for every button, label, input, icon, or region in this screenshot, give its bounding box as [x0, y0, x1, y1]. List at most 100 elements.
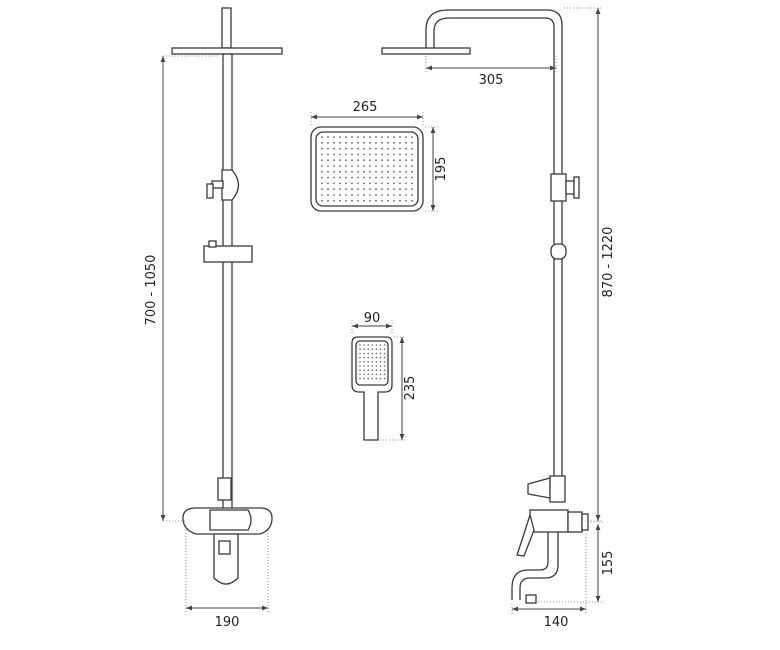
front-slider-clip — [208, 240, 217, 248]
hand-shower-nozzle — [375, 369, 378, 372]
rain-head-nozzle — [387, 194, 389, 196]
rain-head-nozzle — [411, 194, 413, 196]
rain-head-nozzle — [363, 182, 365, 185]
side-mixer-end — [581, 513, 589, 531]
rain-head-nozzle — [321, 188, 323, 191]
rain-head-nozzle — [339, 188, 341, 191]
head-depth-label: 195 — [434, 157, 449, 182]
rain-head-nozzle — [339, 170, 341, 173]
side-mixer-cap — [567, 511, 583, 533]
rain-head-nozzle — [375, 199, 377, 202]
rain-head-nozzle — [387, 147, 389, 150]
rain-head-nozzle — [381, 136, 383, 138]
rain-head-nozzle — [357, 194, 359, 196]
rain-head-nozzle — [345, 153, 347, 156]
side-view: 305 870 - 1220 155 140 — [381, 7, 616, 630]
rain-head-nozzle — [333, 147, 335, 150]
rain-head-nozzle — [369, 176, 371, 179]
rain-head-nozzle — [369, 170, 371, 173]
rain-head-nozzle — [405, 182, 407, 185]
rain-head-nozzle — [327, 199, 329, 202]
hand-shower-nozzle — [367, 352, 370, 355]
hand-shower-nozzle — [363, 361, 365, 363]
front-top-pipe — [221, 7, 232, 49]
rain-head-nozzle — [363, 199, 365, 202]
rain-head-nozzle — [357, 141, 359, 144]
rain-head-nozzle — [393, 136, 395, 138]
rain-head-nozzle — [411, 136, 413, 138]
hand-shower-nozzle — [367, 348, 370, 351]
rain-head-nozzle — [393, 188, 395, 191]
front-riser-pipe — [222, 53, 233, 525]
rain-head-nozzle — [345, 188, 347, 191]
rain-head-nozzle — [393, 182, 395, 185]
rain-head-nozzle — [333, 136, 335, 138]
rain-head-nozzle — [321, 176, 323, 179]
rain-head-nozzle — [351, 176, 353, 179]
hand-shower-nozzle — [359, 377, 361, 380]
rain-head-nozzle — [375, 136, 377, 138]
hand-shower-view: 90 235 — [351, 311, 418, 441]
rain-head-nozzle — [333, 159, 335, 162]
hand-shower-nozzle — [383, 352, 386, 355]
rain-head-nozzle — [339, 194, 341, 196]
rain-head-nozzle — [357, 170, 359, 173]
hand-shower-nozzle — [375, 352, 378, 355]
rain-head-nozzle — [363, 153, 365, 156]
hand-shower-nozzle — [363, 369, 365, 372]
rain-head-nozzle — [393, 194, 395, 196]
hand-shower-nozzle — [379, 365, 382, 367]
hand-shower-nozzle — [379, 373, 382, 376]
rain-head-nozzle — [339, 199, 341, 202]
rain-head-nozzle — [405, 147, 407, 150]
rain-head-nozzle — [339, 159, 341, 162]
rain-head-nozzle — [393, 176, 395, 179]
rain-head-nozzle — [321, 141, 323, 144]
hand-shower-nozzle — [359, 344, 361, 346]
hand-shower-nozzle — [363, 365, 365, 367]
side-width-label: 140 — [544, 615, 569, 630]
hand-shower-nozzle — [379, 352, 382, 355]
rain-head-view: 265 195 — [310, 100, 449, 212]
rain-head-nozzle — [357, 136, 359, 138]
rain-head-nozzle — [381, 188, 383, 191]
rain-head-nozzle — [375, 170, 377, 173]
rain-head-nozzle — [357, 147, 359, 150]
rain-head-nozzle — [321, 170, 323, 173]
rain-head-nozzle — [369, 165, 371, 167]
side-spout-inner — [511, 532, 549, 600]
rain-head-nozzle — [387, 170, 389, 173]
side-spout-tip — [525, 594, 537, 604]
rain-head-nozzle — [351, 188, 353, 191]
side-diverter — [550, 173, 567, 202]
rain-head-nozzle — [357, 199, 359, 202]
hand-shower-nozzle — [367, 344, 370, 346]
rain-head-nozzle — [321, 182, 323, 185]
hand-shower-nozzle — [359, 352, 361, 355]
rain-head-nozzle — [327, 136, 329, 138]
side-diverter-knob — [573, 176, 580, 199]
hand-shower-nozzle — [383, 361, 386, 363]
rain-head-nozzle — [333, 153, 335, 156]
rain-head-nozzle — [339, 176, 341, 179]
rain-head-nozzle — [369, 136, 371, 138]
rain-head-nozzle — [399, 188, 401, 191]
rain-head-nozzle — [345, 136, 347, 138]
hand-shower-nozzle — [363, 373, 365, 376]
rain-head-nozzle — [411, 199, 413, 202]
rain-head-nozzle — [333, 199, 335, 202]
rain-head-nozzle — [387, 141, 389, 144]
rain-head-nozzle — [351, 153, 353, 156]
rain-head-nozzle — [387, 136, 389, 138]
rain-head-nozzle — [369, 147, 371, 150]
rain-head-nozzle — [339, 136, 341, 138]
hand-shower-nozzle — [363, 344, 365, 346]
front-width-label: 190 — [215, 615, 240, 630]
side-head-plate — [381, 47, 471, 55]
hand-shower-nozzle — [359, 369, 361, 372]
front-head-plate — [171, 47, 283, 55]
rain-head-nozzle — [387, 153, 389, 156]
hand-shower-nozzle — [383, 348, 386, 351]
rain-head-nozzle — [375, 141, 377, 144]
